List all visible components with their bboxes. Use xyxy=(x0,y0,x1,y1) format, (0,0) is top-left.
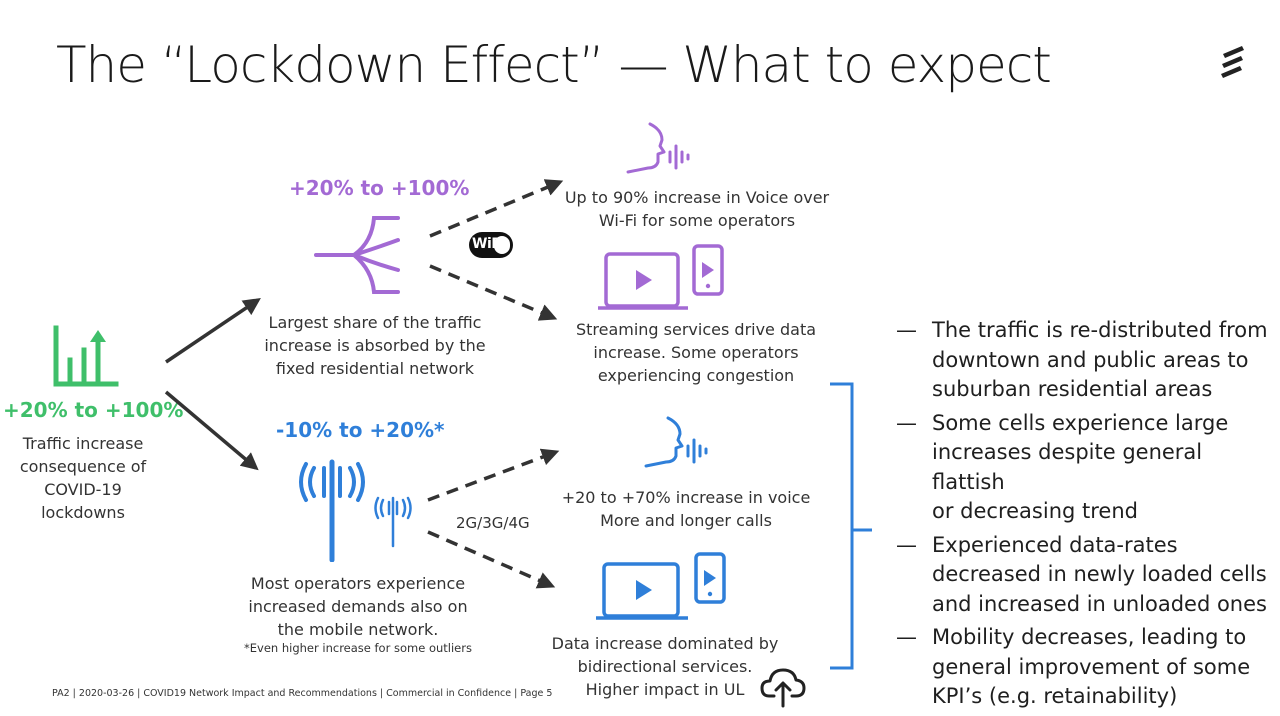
wifi-label: WiFi xyxy=(472,236,505,252)
bullet-line: Experienced data-rates xyxy=(932,532,1178,557)
data-caption: Data increase dominated by bidirectional… xyxy=(532,632,798,701)
caption-line: increased demands also on xyxy=(248,597,468,616)
caption-line: experiencing congestion xyxy=(597,366,795,385)
bullet-dash: — xyxy=(896,625,917,649)
caption-line: +20 to +70% increase in voice xyxy=(561,488,811,507)
caption-line: Up to 90% increase in Voice over xyxy=(564,188,830,207)
bullet-dash: — xyxy=(896,410,917,435)
bullet-line: increases despite general flattish xyxy=(932,440,1203,494)
mobile-footnote: *Even higher increase for some outliers xyxy=(244,641,472,655)
caption-line: Higher impact in UL xyxy=(585,680,745,699)
mobile-caption: Most operators experience increased dema… xyxy=(238,572,478,641)
wifi-text: WiFi xyxy=(472,236,505,252)
caption-line: consequence of xyxy=(19,457,147,476)
arrow-to-vowifi xyxy=(429,179,564,238)
video-streaming-icon xyxy=(598,244,724,310)
bullet-line: The traffic is re-distributed from xyxy=(932,318,1268,342)
ericsson-logo xyxy=(1221,46,1244,78)
bullet-dash: — xyxy=(896,318,917,342)
bullet-line: or decreasing trend xyxy=(932,499,1138,523)
caption-line: bidirectional services. xyxy=(577,657,753,676)
arrow-to-streaming xyxy=(429,264,558,321)
caption-line: Streaming services drive data xyxy=(575,320,817,339)
bullet-line: KPI’s (e.g. retainability) xyxy=(932,684,1178,708)
voice-caption: +20 to +70% increase in voice More and l… xyxy=(546,486,826,532)
fiber-branch-icon xyxy=(314,216,400,294)
video-streaming-icon xyxy=(596,552,726,620)
caption-line: lockdowns xyxy=(41,503,125,522)
voice-speaking-icon xyxy=(626,122,690,174)
bullet-line: decreased in newly loaded cells xyxy=(932,562,1267,586)
arrow-to-fixed xyxy=(165,298,261,364)
bracket xyxy=(830,382,872,670)
left-caption: Traffic increase consequence of COVID-19… xyxy=(3,432,163,524)
bullet-line: Mobility decreases, leading to xyxy=(932,625,1247,649)
summary-bullets: — The traffic is re-distributed from dow… xyxy=(896,316,1276,716)
bullet-line: Some cells experience large xyxy=(932,410,1229,435)
caption-line: the mobile network. xyxy=(277,620,439,639)
vowifi-caption: Up to 90% increase in Voice over Wi-Fi f… xyxy=(552,186,842,232)
bullet-line: general improvement of some xyxy=(932,654,1251,679)
cloud-upload-icon xyxy=(760,668,806,708)
mobile-pct: -10% to +20%* xyxy=(276,418,445,442)
bullet-line: downtown and public areas to xyxy=(932,347,1249,372)
caption-line: increase. Some operators xyxy=(593,343,799,362)
caption-line: Wi-Fi for some operators xyxy=(598,211,796,230)
cell-tower-icon xyxy=(299,459,365,562)
caption-line: Most operators experience xyxy=(250,574,466,593)
arrow-to-data xyxy=(427,530,556,589)
bar-chart-growth-icon xyxy=(53,325,119,387)
bullet-item: — Mobility decreases, leading to general… xyxy=(896,623,1276,712)
page-title: The “Lockdown Effect” — What to expect xyxy=(56,36,1052,94)
bullet-item: — The traffic is re-distributed from dow… xyxy=(896,316,1276,405)
bullet-item: — Experienced data-rates decreased in ne… xyxy=(896,531,1276,620)
caption-line: fixed residential network xyxy=(275,359,475,378)
left-pct: +20% to +100% xyxy=(3,398,184,422)
caption-line: increase is absorbed by the xyxy=(264,336,486,355)
caption-line: More and longer calls xyxy=(600,511,772,530)
bullet-item: — Some cells experience large increases … xyxy=(896,409,1276,527)
small-cell-icon xyxy=(374,496,412,548)
caption-line: Traffic increase xyxy=(22,434,144,453)
arrow-to-voice xyxy=(427,448,560,502)
streaming-caption: Streaming services drive data increase. … xyxy=(546,318,846,387)
arrow-to-mobile xyxy=(164,390,259,471)
voice-speaking-icon xyxy=(644,416,708,468)
footer: PA2 | 2020-03-26 | COVID19 Network Impac… xyxy=(52,688,553,699)
wifi-icon: WiFi xyxy=(468,231,514,259)
bullet-line: and increased in unloaded ones xyxy=(932,591,1267,616)
bullet-line: suburban residential areas xyxy=(932,377,1213,401)
fixed-caption: Largest share of the traffic increase is… xyxy=(255,311,495,380)
fixed-pct: +20% to +100% xyxy=(289,176,470,200)
caption-line: Data increase dominated by xyxy=(551,634,779,653)
tech-label: 2G/3G/4G xyxy=(456,514,530,532)
bullet-dash: — xyxy=(896,532,917,557)
caption-line: Largest share of the traffic xyxy=(268,313,482,332)
caption-line: COVID-19 xyxy=(44,480,122,499)
